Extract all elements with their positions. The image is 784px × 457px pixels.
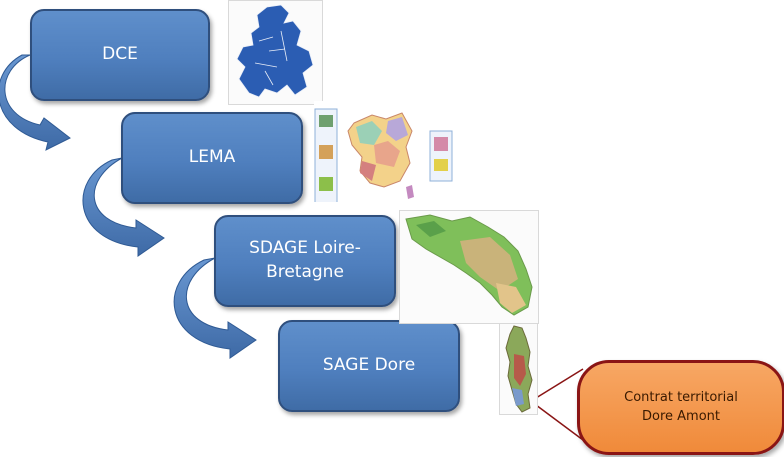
france-basins-map [314, 101, 453, 204]
loire-bretagne-map [399, 210, 539, 324]
step-lema: LEMA [121, 112, 303, 204]
arrow-lema-sdage [82, 157, 165, 257]
step-sdage-label: SDAGE Loire- Bretagne [249, 238, 361, 282]
step-dce: DCE [30, 9, 210, 101]
contract-line-2: Dore Amont [641, 408, 720, 424]
dore-map [499, 323, 538, 415]
zoom-line-top [535, 368, 584, 399]
arrow-dce-lema [0, 54, 71, 151]
step-sage-label: SAGE Dore [322, 355, 416, 376]
arrow-sdage-sage [173, 257, 257, 359]
contract-territorial: Contrat territorial Dore Amont [577, 360, 784, 455]
step-sage: SAGE Dore [278, 320, 460, 412]
step-sdage: SDAGE Loire- Bretagne [214, 215, 396, 307]
zoom-line-bottom [535, 404, 584, 441]
europe-map [228, 0, 323, 105]
step-lema-label: LEMA [188, 147, 236, 168]
contract-line-1: Contrat territorial [624, 389, 738, 405]
step-dce-label: DCE [102, 44, 138, 65]
